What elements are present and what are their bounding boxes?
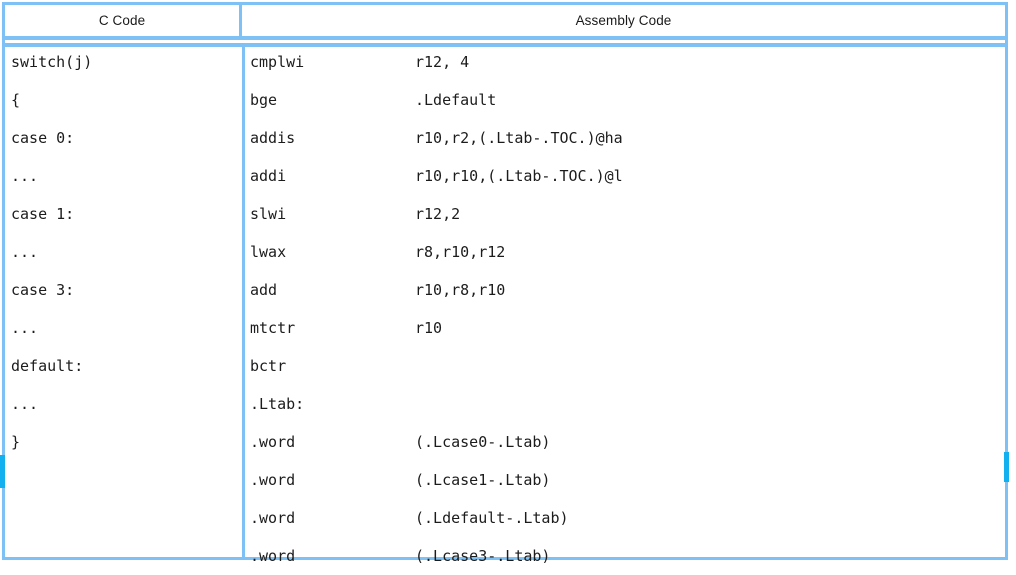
header-rule-top (5, 36, 1005, 40)
assembly-operand: r10,r10,(.Ltab-.TOC.)@l (415, 167, 623, 185)
c-code-line: switch(j) (11, 53, 93, 71)
assembly-operand: r12, 4 (415, 53, 470, 71)
assembly-mnemonic: .Ltab: (250, 395, 305, 413)
left-scrollbar-thumb[interactable] (0, 455, 5, 488)
c-code-column: switch(j) { case 0:... case 1:... case 3:...… (5, 47, 242, 557)
right-scrollbar-thumb[interactable] (1004, 452, 1009, 482)
assembly-operand: (.Lcase3-.Ltab) (415, 547, 551, 565)
assembly-mnemonic: lwax (250, 243, 287, 261)
c-code-line: } (11, 433, 21, 451)
assembly-mnemonic: cmplwi (250, 53, 305, 71)
assembly-mnemonic: .word (250, 509, 296, 527)
assembly-operand: (.Lcase0-.Ltab) (415, 433, 551, 451)
assembly-mnemonic: .word (250, 547, 296, 565)
assembly-operand: (.Lcase1-.Ltab) (415, 471, 551, 489)
c-code-line: { (11, 91, 21, 109)
assembly-mnemonic: add (250, 281, 278, 299)
assembly-operand: r10,r8,r10 (415, 281, 506, 299)
c-code-line: default: (11, 357, 84, 375)
assembly-operand: (.Ldefault-.Ltab) (415, 509, 569, 527)
column-header-c-code: C Code (5, 5, 242, 36)
table-body: switch(j) { case 0:... case 1:... case 3:...… (5, 47, 1005, 565)
c-code-line: ... (11, 167, 39, 185)
c-code-line: case 1: (11, 205, 75, 223)
assembly-code-column: cmplwi r12, 4 bge .Ldefault addis r10,r2,(.Lt… (245, 47, 1005, 565)
assembly-operand: r12,2 (415, 205, 461, 223)
assembly-mnemonic: .word (250, 433, 296, 451)
assembly-mnemonic: bge (250, 91, 278, 109)
assembly-mnemonic: addi (250, 167, 287, 185)
column-divider (242, 47, 245, 557)
assembly-operand: r10 (415, 319, 443, 337)
assembly-mnemonic: slwi (250, 205, 287, 223)
c-code-line: case 3: (11, 281, 75, 299)
c-code-line: ... (11, 319, 39, 337)
assembly-mnemonic: mtctr (250, 319, 296, 337)
assembly-operand: r10,r2,(.Ltab-.TOC.)@ha (415, 129, 623, 147)
c-code-line: ... (11, 243, 39, 261)
assembly-mnemonic: bctr (250, 357, 287, 375)
c-code-line: case 0: (11, 129, 75, 147)
c-to-assembly-table: C Code Assembly Code switch(j) { case 0:..… (2, 2, 1008, 565)
c-code-line: ... (11, 395, 39, 413)
header-rule-gap (5, 40, 1005, 43)
assembly-operand: .Ldefault (415, 91, 497, 109)
assembly-mnemonic: addis (250, 129, 296, 147)
assembly-mnemonic: .word (250, 471, 296, 489)
assembly-operand: r8,r10,r12 (415, 243, 506, 261)
table-header-row: C Code Assembly Code (5, 5, 1005, 36)
header-rule-bottom (5, 43, 1005, 47)
column-header-assembly-code: Assembly Code (575, 13, 672, 28)
